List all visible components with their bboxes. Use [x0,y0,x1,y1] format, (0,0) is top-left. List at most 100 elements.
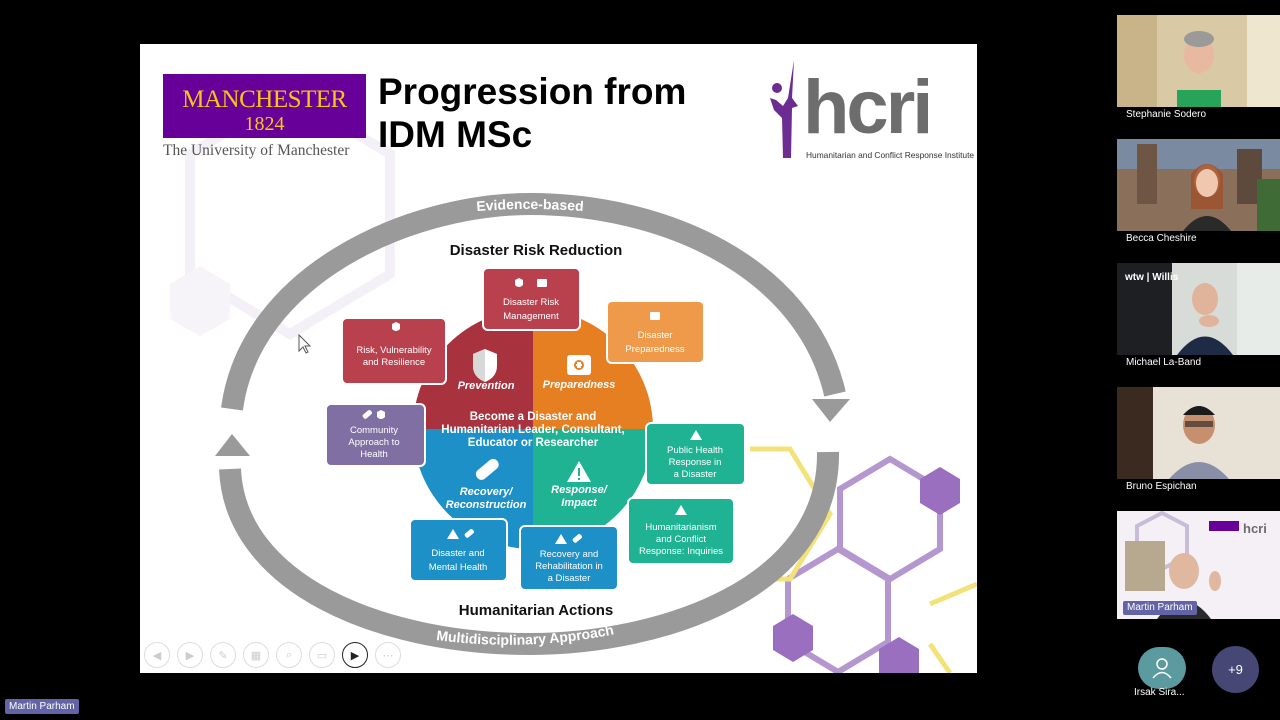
hcri-subtitle: Humanitarian and Conflict Response Insti… [806,150,975,160]
box-prep-line-2: Preparedness [625,344,684,355]
box-phr-warning-icon [690,430,702,440]
participant-video: wtw | Willis [1117,263,1280,355]
pen-icon[interactable]: ✎ [210,642,236,668]
box-drm-line-1: Disaster Risk [503,297,559,308]
bottom-arrow-head-icon [215,434,250,456]
camera-icon[interactable]: ▶ [342,642,368,668]
university-of-manchester-logo: MANCHESTER 1824 The University of Manche… [163,74,366,160]
university-year: 1824 [244,113,285,135]
box-drm-line-2: Management [503,311,559,322]
box-rrd-line-1: Recovery and [540,549,599,560]
participant-name: Bruno Espichan [1117,479,1280,495]
top-cycle-arrow [221,192,846,411]
box-disaster-risk-management: Disaster Risk Management [482,267,581,331]
box-cah-line-2: Approach to [348,437,399,448]
box-community-approach-to-health: Community Approach to Health [325,403,426,467]
box-prep-camera-icon [650,312,660,320]
preparedness-label: Preparedness [543,379,616,391]
box-rvr-line-2: and Resilience [363,357,425,368]
box-humanitarianism-conflict-response: Humanitarianism and Conflict Response: I… [627,497,735,565]
humanitarian-actions-heading: Humanitarian Actions [459,602,613,619]
box-rrd-bandage-icon [572,534,582,543]
box-dmh-bandage-icon [464,529,474,538]
box-rrd-line-2: Rehabilitation in [535,561,603,572]
zoom-icon[interactable]: ⌕ [276,642,302,668]
participant-video [1117,387,1280,479]
previous-slide-icon[interactable]: ◀ [144,642,170,668]
participant-name: Stephanie Sodero [1117,107,1280,123]
participant-name: Martin Parham [1123,601,1197,615]
prevention-quadrant [413,309,533,429]
university-name: MANCHESTER [182,86,347,113]
more-icon[interactable]: ⋯ [375,642,401,668]
box-cah-bandage-icon [362,410,372,419]
slide-title-line-1: Progression from [378,71,687,112]
box-phr-line-2: Response in [669,457,722,468]
center-text-line-3: Educator or Researcher [468,437,599,449]
participant-tile[interactable]: Bruno Espichan [1117,387,1280,495]
box-dmh-line-1: Disaster and [431,548,484,559]
box-hcr-line-1: Humanitarianism [645,522,716,533]
slide-title: Progression from IDM MSc [378,70,758,156]
participant-tile[interactable]: Becca Cheshire [1117,139,1280,247]
response-label-line-2: Impact [561,497,598,509]
box-public-health-response: Public Health Response in a Disaster [645,422,746,486]
box-risk-vulnerability-resilience: Risk, Vulnerability and Resilience [341,317,447,385]
presenter-name-label: Martin Parham [5,699,79,714]
participant-tile-active-speaker[interactable]: hcri Martin Parham [1117,511,1280,619]
university-subtitle: The University of Manchester [163,142,350,159]
recovery-label-line-1: Recovery/ [460,486,515,498]
box-cah-line-3: Health [360,449,387,460]
participant-avatar[interactable] [1138,647,1186,689]
box-drm-shield-icon [515,278,523,287]
box-cah-line-1: Community [350,425,398,436]
shield-icon [473,349,497,382]
hcri-logo: hcri Humanitarian and Conflict Response … [768,58,974,166]
participant-name: Becca Cheshire [1117,231,1280,247]
participant-video [1117,15,1280,107]
person-icon [1152,658,1172,679]
box-rvr-line-1: Risk, Vulnerability [356,345,431,356]
box-prep-line-1: Disaster [638,330,673,341]
mouse-cursor-icon [298,333,312,354]
slides-icon[interactable]: ▦ [243,642,269,668]
box-phr-line-1: Public Health [667,445,723,456]
center-text-line-2: Humanitarian Leader, Consultant, [441,424,624,436]
box-cah-shield-icon [377,410,385,419]
box-rrd-warning-icon [555,534,567,544]
box-phr-line-3: a Disaster [674,469,717,480]
box-hcr-line-3: Response: Inquiries [639,546,723,557]
participant-video [1117,139,1280,231]
top-arrow-head-icon [812,399,850,422]
box-dmh-warning-icon [447,529,459,539]
warning-icon [567,461,591,482]
slide-title-line-2: IDM MSc [378,114,533,155]
box-dmh-line-2: Mental Health [429,562,488,573]
svg-text:wtw | Willis: wtw | Willis [1124,272,1179,283]
hcri-figure-icon [770,60,798,158]
box-disaster-preparedness: Disaster Preparedness [606,300,705,364]
slide-toolbar: ◀ ▶ ✎ ▦ ⌕ ▭ ▶ ⋯ [144,642,401,668]
response-quadrant [533,429,653,549]
hcri-wordmark: hcri [803,65,933,150]
bandage-icon [475,458,499,480]
more-participants-button[interactable]: +9 [1212,646,1259,693]
recovery-label-line-2: Reconstruction [446,499,527,511]
university-logo-box: MANCHESTER 1824 [163,74,366,138]
box-disaster-mental-health: Disaster and Mental Health [409,518,508,582]
box-drm-camera-icon [537,279,547,287]
participant-tile[interactable]: wtw | Willis Michael La-Band [1117,263,1280,371]
participant-tile[interactable]: Stephanie Sodero [1117,15,1280,123]
progression-diagram: Evidence-based Multidisciplinary Approac… [215,192,850,656]
preparedness-quadrant [533,309,653,429]
next-slide-icon[interactable]: ▶ [177,642,203,668]
svg-text:hcri: hcri [1243,521,1267,536]
box-rrd-line-3: a Disaster [548,573,591,584]
bottom-cycle-arrow [219,451,840,656]
disaster-risk-reduction-heading: Disaster Risk Reduction [450,242,623,259]
subtitles-icon[interactable]: ▭ [309,642,335,668]
response-label-line-1: Response/ [551,484,609,496]
center-text-line-1: Become a Disaster and [470,411,597,423]
box-recovery-rehabilitation: Recovery and Rehabilitation in a Disaste… [519,525,619,591]
